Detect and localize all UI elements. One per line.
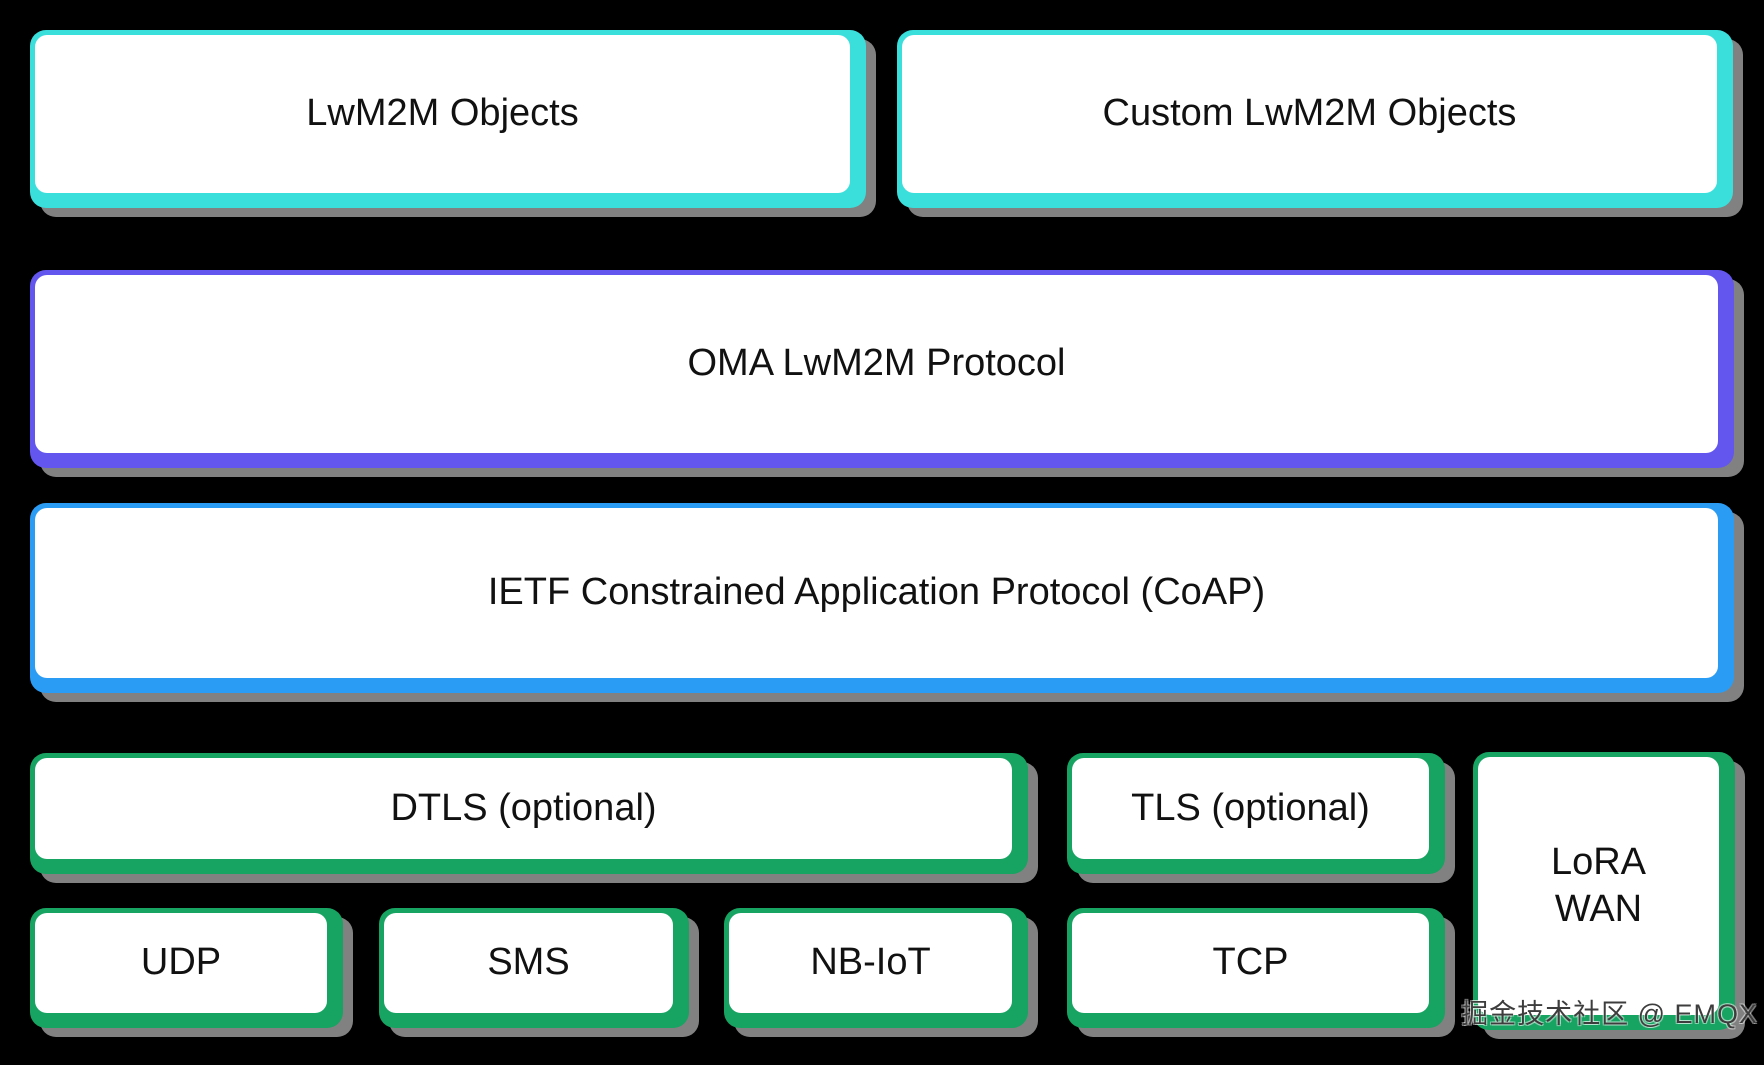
layer-sms-label: SMS	[384, 913, 673, 1013]
layer-tls: TLS (optional)	[1067, 753, 1445, 874]
layer-tcp-label: TCP	[1072, 913, 1429, 1013]
layer-custom-lwm2m-objects-label: Custom LwM2M Objects	[902, 35, 1717, 193]
layer-tls-label: TLS (optional)	[1072, 758, 1429, 859]
layer-tcp: TCP	[1067, 908, 1445, 1028]
watermark: 掘金技术社区 @ EMQX	[1461, 999, 1758, 1029]
layer-lorawan-label: LoRA WAN	[1478, 757, 1719, 1015]
layer-dtls: DTLS (optional)	[30, 753, 1028, 874]
layer-dtls-label: DTLS (optional)	[35, 758, 1012, 859]
layer-nb-iot: NB-IoT	[724, 908, 1028, 1028]
layer-lorawan: LoRA WAN	[1473, 752, 1735, 1030]
layer-lwm2m-objects: LwM2M Objects	[30, 30, 866, 208]
layer-udp: UDP	[30, 908, 343, 1028]
layer-lwm2m-objects-label: LwM2M Objects	[35, 35, 850, 193]
layer-oma-lwm2m-protocol-label: OMA LwM2M Protocol	[35, 275, 1718, 453]
layer-udp-label: UDP	[35, 913, 327, 1013]
layer-coap-label: IETF Constrained Application Protocol (C…	[35, 508, 1718, 678]
layer-oma-lwm2m-protocol: OMA LwM2M Protocol	[30, 270, 1734, 468]
layer-custom-lwm2m-objects: Custom LwM2M Objects	[897, 30, 1733, 208]
layer-coap: IETF Constrained Application Protocol (C…	[30, 503, 1734, 693]
layer-nb-iot-label: NB-IoT	[729, 913, 1012, 1013]
layer-sms: SMS	[379, 908, 689, 1028]
